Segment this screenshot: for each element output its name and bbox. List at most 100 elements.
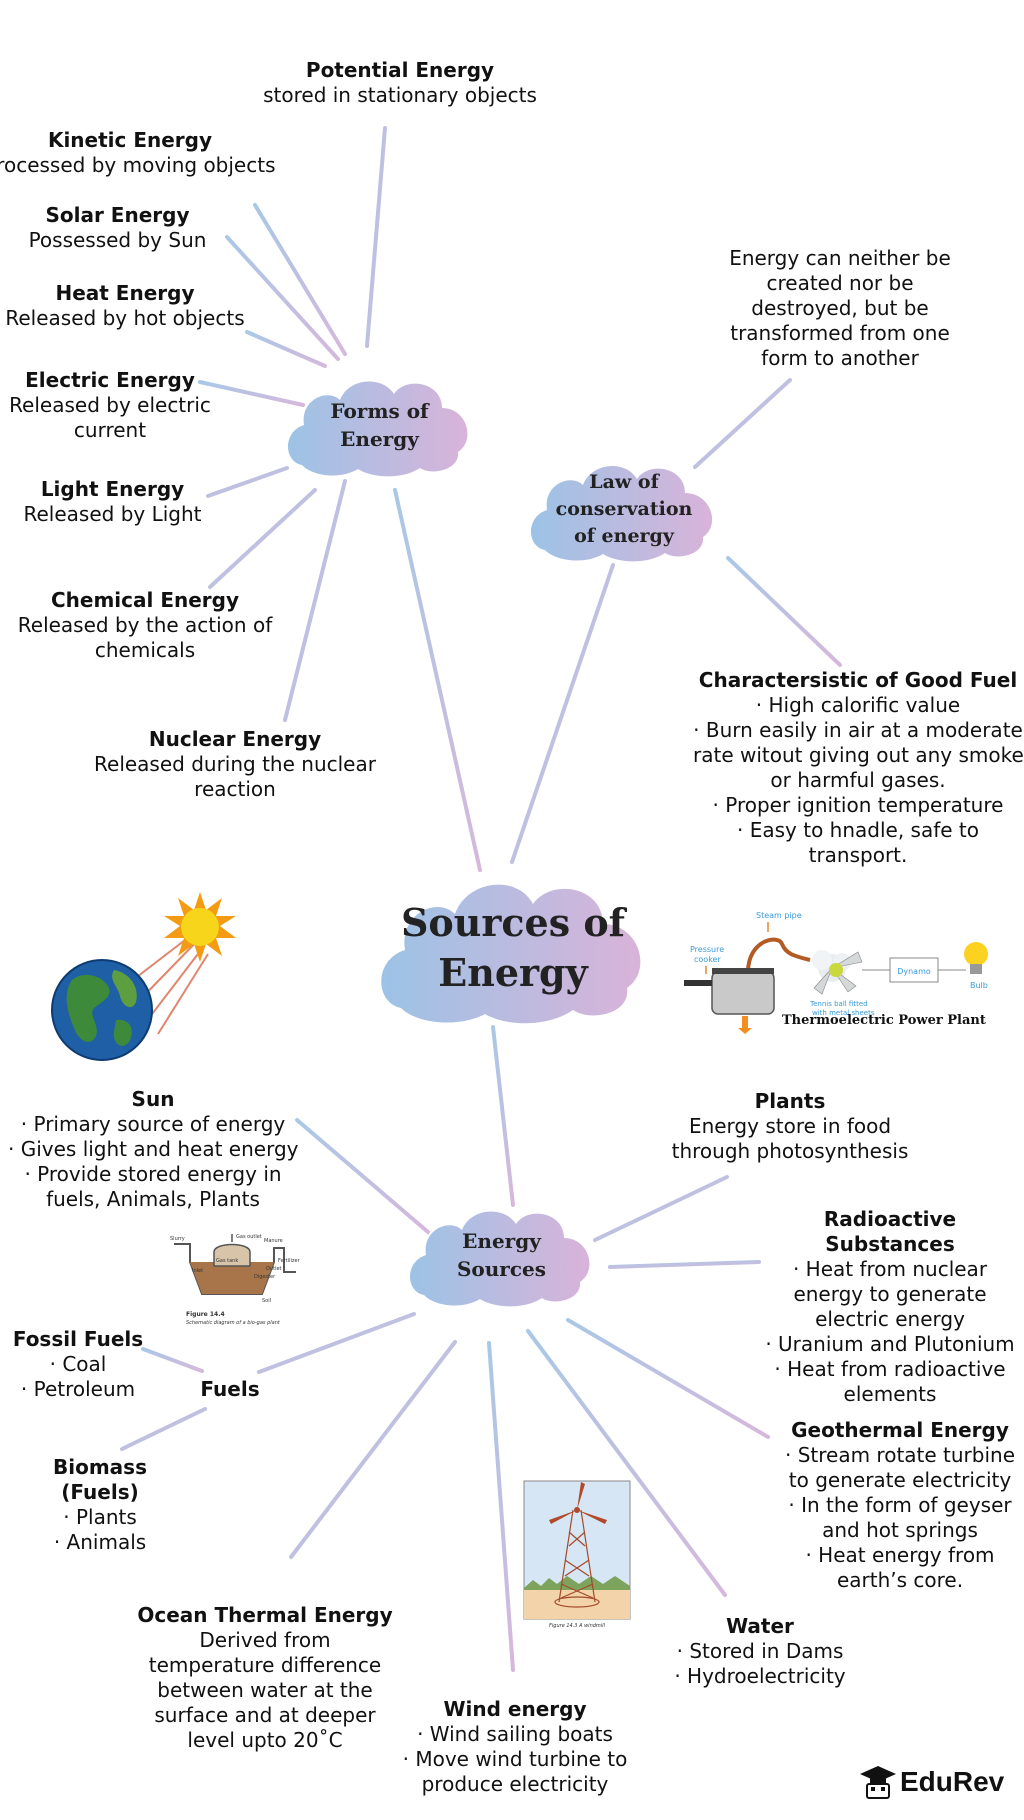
potential-energy-node: Potential Energy stored in stationary ob… — [230, 58, 570, 108]
electric-energy-title: Electric Energy — [25, 368, 195, 392]
water-node: Water · Stored in Dams · Hydroelectricit… — [660, 1614, 860, 1689]
dynamo-label: Dynamo — [897, 967, 931, 976]
earth-icon — [51, 959, 153, 1061]
bulb-label: Bulb — [970, 981, 988, 990]
biogas-label-0: Slurry — [170, 1236, 185, 1242]
light-energy-desc: Released by Light — [23, 502, 202, 526]
radioactive-node: Radioactive Substances · Heat from nucle… — [760, 1207, 1020, 1407]
law-cloud-line3: of energy — [574, 524, 674, 547]
plants-line-1: Energy store in food — [688, 1114, 892, 1138]
thermoelectric-plant-illustration: Steam pipe Pressure cooker Tennis ball f… — [682, 904, 1012, 1039]
forms-cloud-line2: Energy — [340, 427, 419, 451]
biogas-label-3: Fertilizer — [278, 1258, 301, 1264]
biomass-node: Biomass (Fuels) · Plants · Animals — [15, 1455, 185, 1555]
nuclear-energy-node: Nuclear Energy Released during the nucle… — [90, 727, 380, 802]
ocean-line-4: surface and at deeper — [154, 1703, 376, 1727]
wind-energy-node: Wind energy · Wind sailing boats · Move … — [385, 1697, 645, 1797]
plants-title: Plants — [754, 1089, 826, 1113]
good-fuel-line-4: or harmful gases. — [770, 768, 946, 792]
pressure-label: Pressure — [690, 945, 724, 954]
chemical-energy-desc-1: Released by the action of — [17, 613, 273, 637]
chemical-energy-desc-2: chemicals — [94, 638, 196, 662]
radioactive-line-3: electric energy — [815, 1307, 965, 1331]
light-energy-node: Light Energy Released by Light — [15, 477, 210, 527]
law-statement: Energy can neither be created nor be des… — [700, 246, 980, 371]
cooker-label: cooker — [694, 955, 721, 964]
heat-energy-desc: Released by hot objects — [5, 306, 245, 330]
radioactive-line-2: energy to generate — [793, 1282, 987, 1306]
ball-label-2: with metal sheets — [812, 1009, 875, 1017]
windmill-caption: Figure 14.3 A windmill — [549, 1623, 606, 1629]
windmill-blades-icon — [549, 1482, 607, 1524]
sun-node: Sun · Primary source of energy · Gives l… — [8, 1087, 298, 1212]
ocean-line-1: Derived from — [199, 1628, 331, 1652]
sun-icon — [164, 892, 236, 962]
thermo-caption: Thermoelectric Power Plant — [782, 1013, 986, 1028]
law-line-2: created nor be — [766, 271, 914, 295]
fossil-fuels-title: Fossil Fuels — [12, 1327, 144, 1351]
potential-energy-desc: stored in stationary objects — [263, 83, 537, 107]
ocean-title: Ocean Thermal Energy — [137, 1603, 393, 1627]
law-line-3: destroyed, but be — [751, 296, 929, 320]
potential-energy-title: Potential Energy — [305, 58, 495, 82]
earth-sun-illustration — [50, 890, 240, 1070]
wind-title: Wind energy — [443, 1697, 587, 1721]
nuclear-energy-desc-1: Released during the nuclear — [94, 752, 376, 776]
biogas-label-2: Manure — [264, 1238, 283, 1244]
law-line-4: transformed from one — [730, 321, 950, 345]
biogas-label-5: Digester — [254, 1274, 276, 1280]
solar-energy-title: Solar Energy — [45, 203, 190, 227]
geothermal-line-5: · Heat energy from — [805, 1543, 995, 1567]
solar-energy-node: Solar Energy Possessed by Sun — [20, 203, 215, 253]
law-line-1: Energy can neither be — [729, 246, 951, 270]
kinetic-energy-title: Kinetic Energy — [47, 128, 213, 152]
sun-line-4: fuels, Animals, Plants — [46, 1187, 260, 1211]
water-line-1: · Stored in Dams — [676, 1639, 844, 1663]
fossil-fuels-node: Fossil Fuels · Coal · Petroleum — [8, 1327, 148, 1402]
sun-title: Sun — [131, 1087, 175, 1111]
biogas-label-8: Soil — [262, 1298, 271, 1304]
ocean-line-5: level upto 20˚C — [187, 1728, 343, 1752]
center-title-line1: Sources of — [400, 900, 626, 945]
good-fuel-line-1: · High calorific value — [755, 693, 961, 717]
heat-energy-title: Heat Energy — [55, 281, 195, 305]
bulb-icon — [964, 942, 988, 974]
graduate-icon — [860, 1766, 896, 1799]
fuels-title: Fuels — [200, 1377, 260, 1401]
biogas-label-6: Inlet — [192, 1268, 203, 1274]
fuels-node: Fuels — [190, 1377, 270, 1402]
radioactive-line-1: · Heat from nuclear — [792, 1257, 988, 1281]
electric-energy-desc-2: current — [73, 418, 147, 442]
biomass-line-2: · Animals — [53, 1530, 147, 1554]
good-fuel-line-6: · Easy to hnadle, safe to — [737, 818, 979, 842]
geothermal-line-3: · In the form of geyser — [788, 1493, 1012, 1517]
law-of-conservation-cloud: Law of conservation of energy — [525, 453, 723, 565]
geothermal-line-1: · Stream rotate turbine — [784, 1443, 1016, 1467]
geothermal-title: Geothermal Energy — [791, 1418, 1009, 1442]
good-fuel-line-2: · Burn easily in air at a moderate — [693, 718, 1023, 742]
sun-line-2: · Gives light and heat energy — [8, 1137, 299, 1161]
radioactive-line-5: · Heat from radioactive — [774, 1357, 1006, 1381]
windmill-figure: Figure 14.3 A windmill — [523, 1480, 631, 1630]
edurev-logo: EduRev — [858, 1762, 1018, 1802]
geothermal-line-4: and hot springs — [822, 1518, 978, 1542]
radioactive-line-6: elements — [843, 1382, 937, 1406]
sources-cloud-line1: Energy — [462, 1229, 541, 1253]
forms-cloud-line1: Forms of — [330, 399, 429, 423]
wind-line-1: · Wind sailing boats — [417, 1722, 613, 1746]
law-cloud-line1: Law of — [589, 470, 659, 493]
solar-energy-desc: Possessed by Sun — [28, 228, 207, 252]
electric-energy-desc-1: Released by electric — [9, 393, 211, 417]
wind-line-2: · Move wind turbine to — [402, 1747, 628, 1771]
fossil-line-2: · Petroleum — [20, 1377, 136, 1401]
radioactive-title: Radioactive Substances — [823, 1207, 957, 1256]
biogas-caption-2: Schematic diagram of a bio-gas plant — [186, 1320, 281, 1326]
ball-label-1: Tennis ball fitted — [809, 1000, 868, 1008]
law-cloud-line2: conservation — [555, 497, 693, 520]
water-line-2: · Hydroelectricity — [674, 1664, 846, 1688]
sun-line-1: · Primary source of energy — [20, 1112, 286, 1136]
ocean-line-2: temperature difference — [148, 1653, 382, 1677]
biogas-label-4: Gas tank — [216, 1258, 238, 1264]
